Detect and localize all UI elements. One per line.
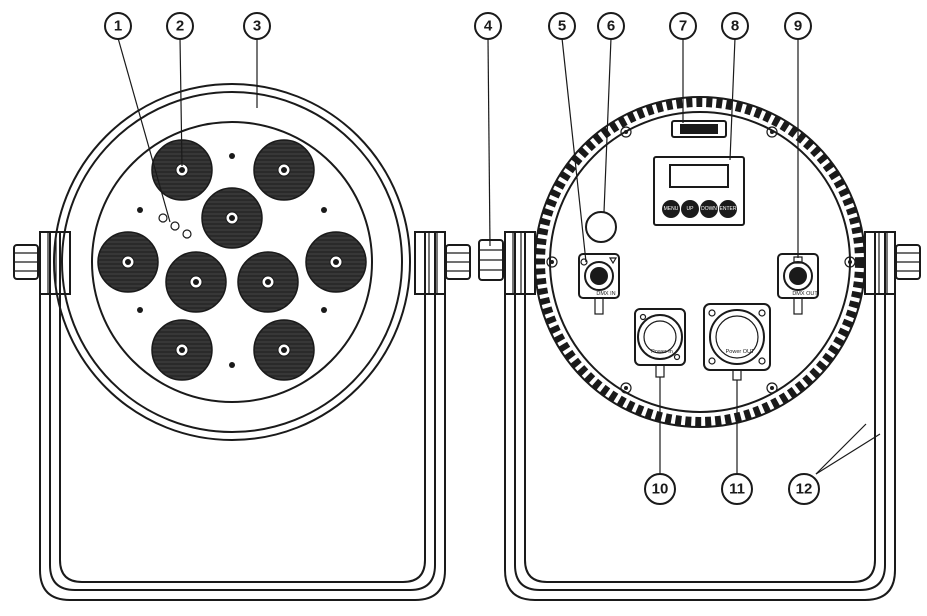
callout-9: 9 — [784, 12, 812, 40]
power-in-connector: Power In — [634, 308, 686, 378]
svg-text:2: 2 — [176, 18, 184, 35]
power-out-connector: Power OUT — [703, 303, 771, 381]
led — [201, 187, 263, 249]
front-sensor-hexes — [158, 213, 192, 239]
svg-text:1: 1 — [114, 18, 122, 35]
front-right-knob — [445, 244, 471, 280]
callout-11: 11 — [721, 473, 753, 505]
power-out-label: Power OUT — [726, 349, 755, 355]
dmx-out-connector: DMX OUT — [777, 253, 819, 315]
callout-10: 10 — [644, 473, 676, 505]
front-yoke — [39, 231, 446, 601]
callout-6: 6 — [597, 12, 625, 40]
front-lens-plate — [91, 121, 373, 403]
front-view — [13, 83, 471, 601]
down-button-label: DOWN — [701, 206, 717, 212]
front-screws — [137, 153, 327, 368]
callout-7: 7 — [669, 12, 697, 40]
svg-text:4: 4 — [484, 18, 493, 35]
callouts: 1 2 3 4 5 6 7 8 9 10 11 12 — [104, 12, 820, 505]
svg-text:3: 3 — [253, 18, 261, 35]
rear-right-knob — [895, 244, 921, 280]
enter-button[interactable] — [719, 200, 737, 218]
callout-2: 2 — [166, 12, 194, 40]
rear-handle — [671, 120, 727, 138]
menu-button[interactable] — [662, 200, 680, 218]
enter-button-label: ENTER — [720, 206, 737, 212]
rear-screws — [546, 126, 856, 394]
menu-button-label: MENU — [664, 206, 679, 212]
power-in-label: Power In — [651, 349, 673, 355]
callout-5: 5 — [548, 12, 576, 40]
svg-text:8: 8 — [731, 18, 739, 35]
rear-control-panel: MENU UP DOWN ENTER — [653, 156, 745, 226]
front-leds — [97, 139, 367, 381]
dmx-in-connector: DMX IN — [578, 253, 620, 315]
svg-text:5: 5 — [558, 18, 566, 35]
down-button[interactable] — [700, 200, 718, 218]
led — [165, 251, 227, 313]
svg-text:6: 6 — [607, 18, 615, 35]
dmx-in-label: DMX IN — [596, 291, 615, 297]
callout-3: 3 — [243, 12, 271, 40]
callout-1: 1 — [104, 12, 132, 40]
panel-buttons: MENU UP DOWN ENTER — [662, 200, 737, 218]
dmx-out-label: DMX OUT — [792, 291, 818, 297]
rear-left-knob — [478, 239, 504, 281]
front-housing-outer — [53, 83, 411, 441]
callout-4: 4 — [474, 12, 502, 40]
svg-text:9: 9 — [794, 18, 802, 35]
rear-fuse-holder — [585, 211, 617, 243]
rear-yoke — [504, 231, 896, 601]
svg-text:7: 7 — [679, 18, 687, 35]
callout-8: 8 — [721, 12, 749, 40]
front-left-knob — [13, 244, 39, 280]
led — [237, 251, 299, 313]
led — [97, 231, 159, 293]
led — [253, 319, 315, 381]
svg-text:12: 12 — [796, 481, 813, 498]
leader-lines — [117, 37, 881, 475]
front-housing-ring — [61, 91, 403, 433]
svg-text:11: 11 — [729, 481, 745, 498]
led — [305, 231, 367, 293]
up-button[interactable] — [681, 200, 699, 218]
svg-text:10: 10 — [652, 481, 669, 498]
lcd-display — [669, 164, 729, 188]
up-button-label: UP — [687, 206, 695, 212]
led — [253, 139, 315, 201]
rear-view: MENU UP DOWN ENTER DMX IN — [478, 96, 921, 601]
rear-heatsink-ring — [535, 97, 865, 427]
callout-12: 12 — [788, 473, 820, 505]
led — [151, 319, 213, 381]
